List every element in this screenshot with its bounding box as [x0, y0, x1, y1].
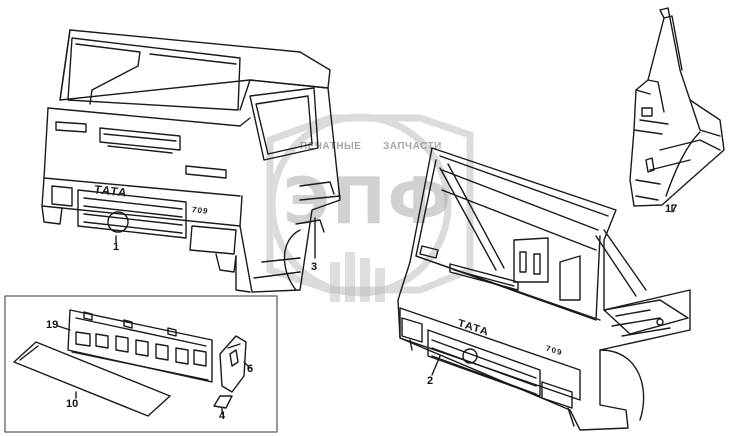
- callout-6: 6: [247, 363, 254, 375]
- corner-bracket: [219, 335, 247, 393]
- inset-frame: [4, 295, 278, 433]
- callout-2: 2: [427, 375, 434, 387]
- small-strip: [213, 395, 233, 409]
- leader-19: [57, 325, 71, 331]
- pillar-panel: [629, 7, 725, 207]
- watermark-text-right: ЗАПЧАСТИ: [383, 141, 442, 152]
- cab-frame: [397, 147, 691, 431]
- cab-model-badge: 709: [192, 205, 209, 216]
- callout-4: 4: [219, 410, 226, 422]
- callout-10: 10: [66, 398, 79, 410]
- lower-strip: [13, 341, 171, 417]
- callout-3: 3: [311, 261, 318, 273]
- grille-panel: [67, 309, 213, 383]
- watermark-text-left: ПЕЧАТНЫЕ: [300, 141, 362, 152]
- leader-6: [243, 361, 251, 369]
- callout-1: 1: [113, 241, 120, 253]
- callout-19: 19: [46, 319, 59, 331]
- cab-assembly: [41, 29, 341, 293]
- leader-2: [431, 355, 441, 376]
- callout-17: 17: [665, 203, 678, 215]
- watermark-letters: ЭПФ: [283, 165, 453, 239]
